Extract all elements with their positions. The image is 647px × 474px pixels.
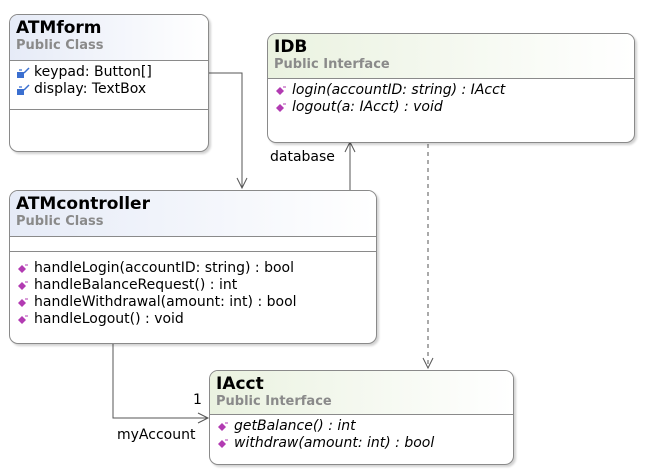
class-atmcontroller[interactable]: ATMcontroller Public Class handleLogin(a…: [9, 190, 377, 344]
class-stereotype: Public Class: [16, 38, 104, 53]
operation-list: handleLogin(accountID: string) : bool ha…: [10, 257, 297, 328]
method-icon: [18, 298, 28, 307]
attribute-list: keypad: Button[] display: TextBox: [10, 61, 208, 98]
interface-name: IAcct: [216, 374, 264, 394]
operation-row[interactable]: getBalance() : int: [216, 418, 513, 435]
operation-list: login(accountID: string) : IAcct logout(…: [268, 79, 634, 116]
myaccount-role-label: myAccount: [117, 427, 196, 443]
interface-stereotype: Public Interface: [274, 57, 390, 72]
method-icon: [18, 281, 28, 290]
operation-row[interactable]: logout(a: IAcct) : void: [274, 99, 634, 116]
method-icon: [218, 439, 228, 448]
operation-text: handleBalanceRequest() : int: [34, 277, 238, 293]
operation-text: handleWithdrawal(amount: int) : bool: [34, 294, 297, 310]
method-icon: [276, 103, 286, 112]
field-icon: [17, 83, 30, 95]
field-icon: [17, 66, 30, 78]
method-icon: [276, 86, 286, 95]
arrowhead-iacct-dependency: [422, 357, 434, 370]
compartment-divider: [10, 109, 208, 110]
operation-text: getBalance() : int: [234, 418, 356, 434]
operation-row[interactable]: withdraw(amount: int) : bool: [216, 435, 513, 452]
operation-row[interactable]: login(accountID: string) : IAcct: [274, 82, 634, 99]
interface-stereotype: Public Interface: [216, 394, 332, 409]
interface-iacct[interactable]: IAcct Public Interface getBalance() : in…: [209, 370, 514, 465]
multiplicity-label: 1: [193, 392, 202, 408]
interface-header: IAcct Public Interface: [210, 371, 513, 415]
class-name: ATMform: [16, 18, 102, 38]
association-atmform-atmcontroller: [209, 72, 243, 188]
operation-text: handleLogout() : void: [34, 311, 184, 327]
method-icon: [18, 264, 28, 273]
interface-idb[interactable]: IDB Public Interface login(accountID: st…: [267, 33, 635, 143]
arrowhead-iacct: [197, 412, 210, 424]
attribute-text: display: TextBox: [34, 81, 147, 97]
interface-header: IDB Public Interface: [268, 34, 634, 79]
database-role-label: database: [270, 149, 335, 165]
interface-name: IDB: [274, 37, 308, 57]
attribute-row[interactable]: display: TextBox: [16, 81, 208, 98]
operation-list: getBalance() : int withdraw(amount: int)…: [210, 415, 513, 452]
operation-text: logout(a: IAcct) : void: [292, 99, 443, 115]
class-stereotype: Public Class: [16, 214, 104, 229]
method-icon: [18, 315, 28, 324]
operation-row[interactable]: handleLogin(accountID: string) : bool: [16, 260, 297, 277]
operation-row[interactable]: handleLogout() : void: [16, 311, 297, 328]
class-header: ATMcontroller Public Class: [10, 191, 376, 237]
operation-text: login(accountID: string) : IAcct: [292, 82, 506, 98]
compartment-divider: [10, 251, 376, 252]
method-icon: [218, 422, 228, 431]
class-header: ATMform Public Class: [10, 15, 208, 61]
operation-text: withdraw(amount: int) : bool: [234, 435, 435, 451]
attribute-text: keypad: Button[]: [34, 64, 152, 80]
operation-row[interactable]: handleBalanceRequest() : int: [16, 277, 297, 294]
attribute-row[interactable]: keypad: Button[]: [16, 64, 208, 81]
operation-text: handleLogin(accountID: string) : bool: [34, 260, 294, 276]
arrowhead-atmcontroller: [236, 177, 248, 190]
operation-row[interactable]: handleWithdrawal(amount: int) : bool: [16, 294, 297, 311]
class-atmform[interactable]: ATMform Public Class keypad: Button[] di…: [9, 14, 209, 152]
association-atmcontroller-iacct: [112, 344, 208, 419]
class-name: ATMcontroller: [16, 194, 150, 214]
